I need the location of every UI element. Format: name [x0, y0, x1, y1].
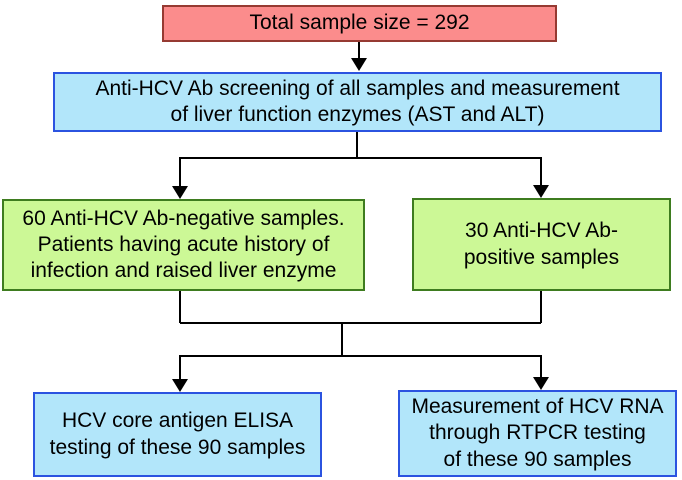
arrow-total-to-screening	[351, 42, 367, 71]
node-ab-screening: Anti-HCV Ab screening of all samples and…	[53, 72, 662, 132]
node-rna-rtpcr-testing: Measurement of HCV RNA through RTPCR tes…	[398, 390, 677, 477]
node-ab-negative-samples: 60 Anti-HCV Ab-negative samples. Patient…	[2, 199, 365, 291]
connector-groups-to-tests	[172, 291, 549, 392]
connector-screening-to-groups	[172, 132, 549, 199]
node-total-sample-size: Total sample size = 292	[162, 5, 557, 42]
node-ab-positive-samples: 30 Anti-HCV Ab- positive samples	[412, 198, 671, 291]
node-elisa-testing: HCV core antigen ELISA testing of these …	[33, 392, 322, 477]
